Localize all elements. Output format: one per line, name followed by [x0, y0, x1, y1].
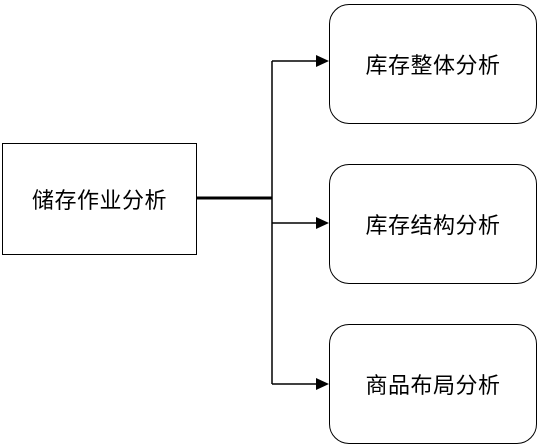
arrowhead-0	[316, 55, 329, 67]
root-node-label: 储存作业分析	[31, 189, 167, 214]
arrowhead-2	[316, 378, 329, 390]
child-node-label: 商品布局分析	[365, 374, 501, 399]
arrowhead-1	[316, 217, 329, 229]
root-node: 储存作业分析	[2, 143, 197, 255]
child-node-label: 库存整体分析	[365, 54, 501, 79]
child-node-inventory-overall: 库存整体分析	[329, 4, 537, 124]
child-node-product-layout: 商品布局分析	[329, 324, 537, 444]
child-node-inventory-structure: 库存结构分析	[329, 164, 537, 284]
child-node-label: 库存结构分析	[365, 214, 501, 239]
